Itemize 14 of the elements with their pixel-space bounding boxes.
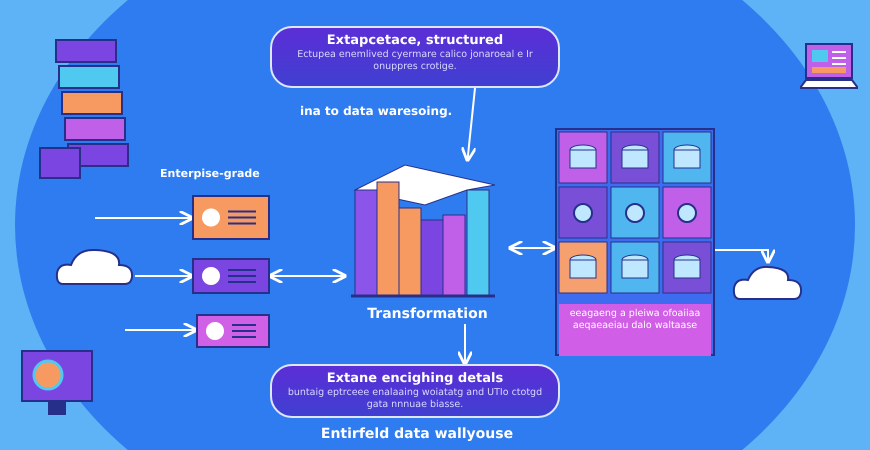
arrow [456,324,474,367]
body-text: Ectupea enemlived cyermare calico jonaroeal e Ir onuppres crotige. [296,49,534,73]
label-text: ina to data waresoing. [300,104,452,118]
node-label: Transformation [366,306,489,322]
node-label: Entirfeld data wallyouse [320,426,514,442]
text-panel [270,26,560,88]
heading: Extapcetace, structured [326,32,504,49]
body-text: buntaig eptrceee enalaaing woiatatg and UTIo ctotgd gata nnnuae biasse. [286,387,544,411]
heading: Extane encighing detals [326,370,504,387]
label-text: Enterpise-grade [160,167,260,180]
arrow [715,248,776,265]
panel-text: eeagaeng a pleiwa ofoaiiaa aeqaeaeiau dalo waltaase [568,308,702,332]
data-grid-panel [555,128,715,356]
arrow [460,88,478,163]
